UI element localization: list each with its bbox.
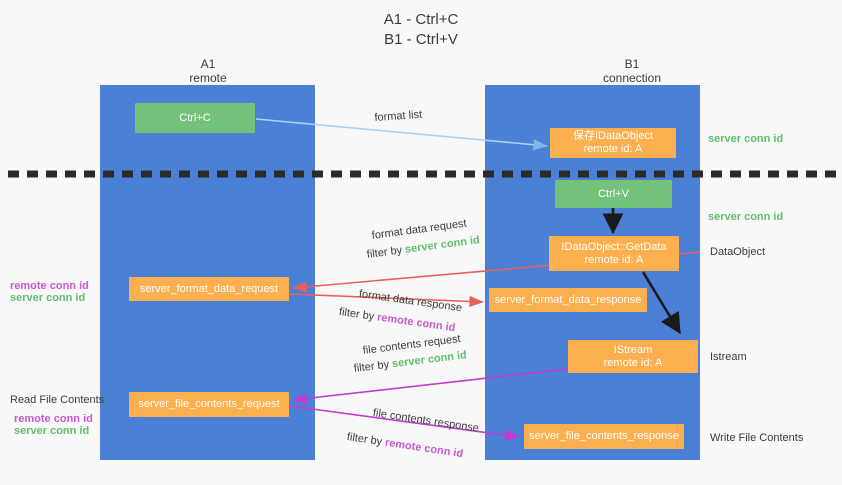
edge-label-format-list: format list — [374, 108, 423, 124]
side-label-write-file-contents: Write File Contents — [710, 432, 804, 444]
box-ctrl-v[interactable]: Ctrl+V — [555, 180, 672, 208]
side-label-server-conn-id-lower: server conn id — [14, 425, 90, 437]
page-title: A1 - Ctrl+C B1 - Ctrl+V — [383, 11, 459, 48]
side-label-server-conn-id-top: server conn id — [708, 133, 784, 145]
box-server-file-contents-request[interactable]: server_file_contents_request — [129, 392, 289, 417]
lane-header-b1: B1 connection — [602, 57, 662, 85]
filter-prefix-text: filter by — [346, 430, 386, 449]
filter-prefix-text: filter by — [353, 358, 393, 375]
edge-label-file-contents-response: file contents response — [372, 406, 480, 435]
box-server-format-data-request[interactable]: server_format_data_request — [129, 277, 289, 301]
edge-label-file-contents-response-filter: filter by remote conn id — [346, 430, 464, 461]
filter-prefix-text: filter by — [366, 243, 406, 261]
box-idataobject-getdata[interactable]: IDataObject::GetData remote id: A — [549, 236, 679, 271]
side-label-istream: Istream — [710, 351, 747, 363]
side-label-remote-conn-id-upper: remote conn id — [10, 280, 89, 292]
box-istream[interactable]: IStream remote id: A — [568, 340, 698, 373]
box-server-file-contents-response[interactable]: server_file_contents_response — [524, 424, 684, 449]
side-label-read-file-contents: Read File Contents — [10, 394, 105, 406]
filter-value-remote-conn-id: remote conn id — [376, 311, 457, 335]
side-label-server-conn-id-mid: server conn id — [708, 211, 784, 223]
side-label-server-conn-id-upper: server conn id — [10, 292, 86, 304]
box-ctrl-c[interactable]: Ctrl+C — [135, 103, 255, 133]
filter-value-server-conn-id: server conn id — [404, 234, 481, 256]
box-server-format-data-response[interactable]: server_format_data_response — [489, 288, 647, 312]
side-label-dataobject: DataObject — [710, 246, 766, 258]
box-idataobject-remote[interactable]: 保存IDataObject remote id: A — [550, 128, 676, 158]
filter-value-remote-conn-id: remote conn id — [384, 436, 464, 461]
lane-header-a1: A1 remote — [189, 57, 227, 85]
side-label-remote-conn-id-lower: remote conn id — [14, 413, 93, 425]
filter-prefix-text: filter by — [338, 305, 379, 324]
